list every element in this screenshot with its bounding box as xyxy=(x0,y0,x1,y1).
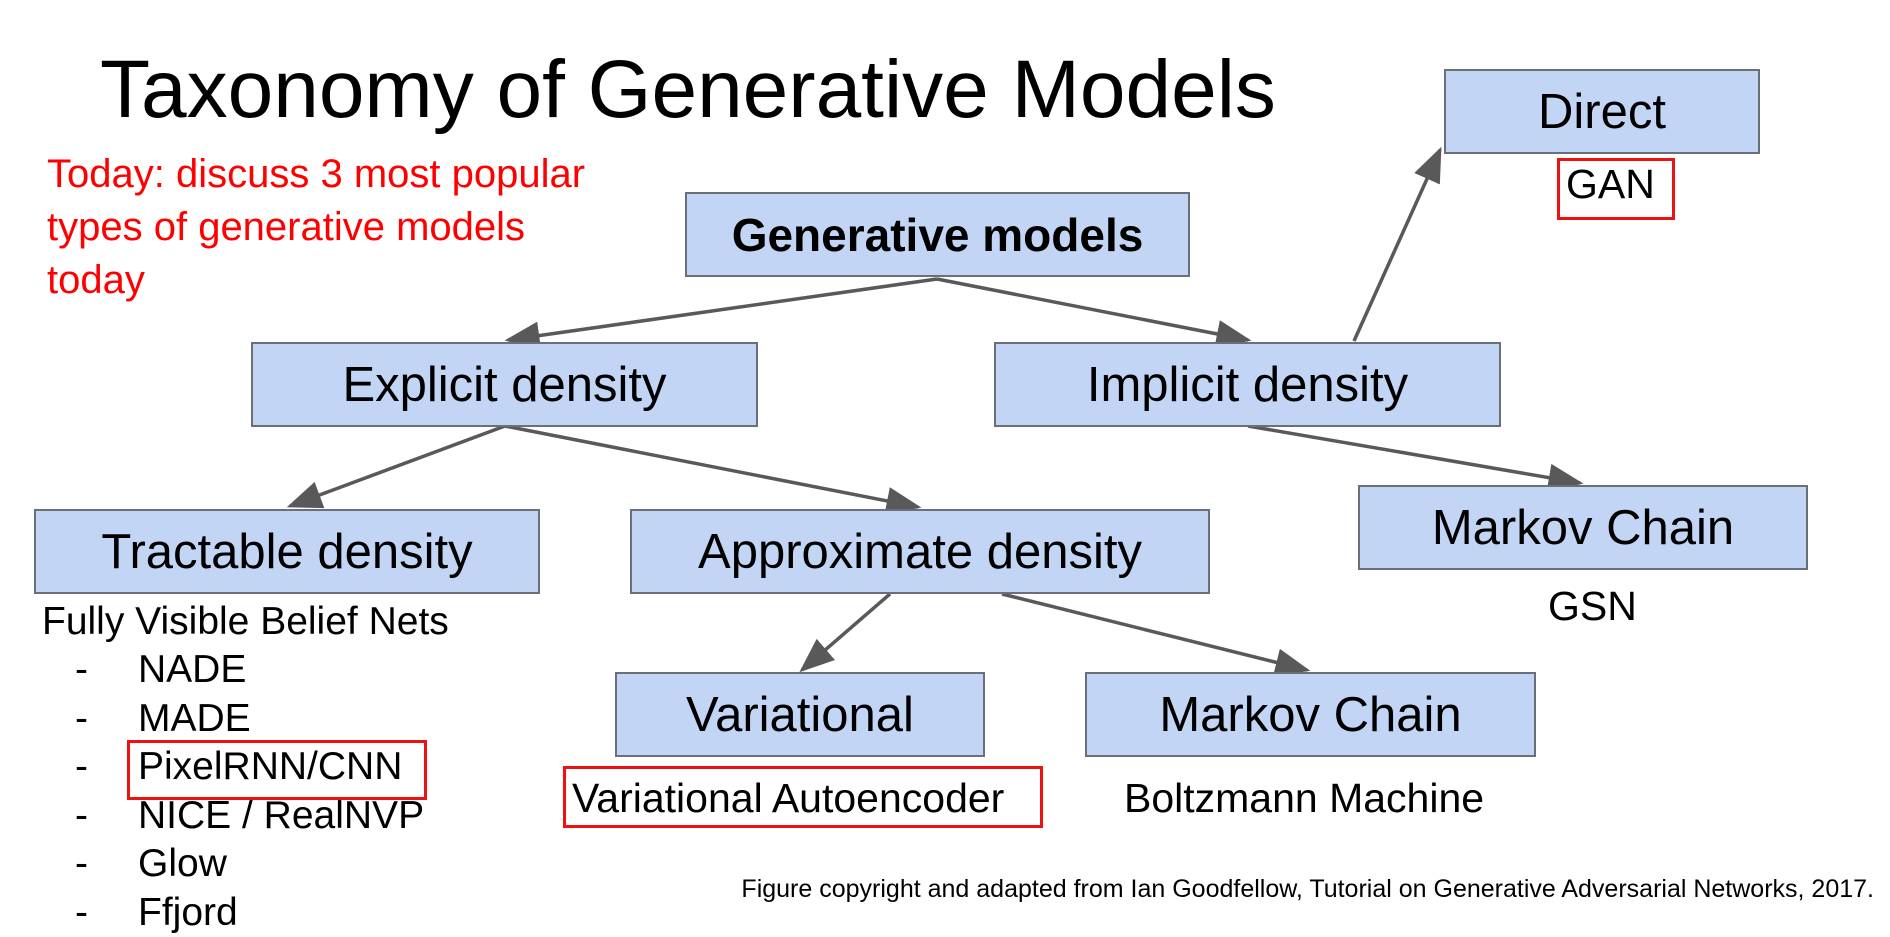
node-tractable-density: Tractable density xyxy=(34,509,540,594)
node-direct: Direct xyxy=(1444,69,1760,154)
node-variational: Variational xyxy=(615,672,985,757)
node-explicit-density: Explicit density xyxy=(251,342,758,427)
label-gsn: GSN xyxy=(1548,582,1637,630)
list-item: -NADE xyxy=(75,646,424,695)
label-boltzmann-machine: Boltzmann Machine xyxy=(1124,774,1484,822)
edge-approximate-markov xyxy=(1002,594,1307,670)
edge-explicit-approximate xyxy=(505,426,918,507)
label-fully-visible-belief-nets: Fully Visible Belief Nets xyxy=(42,598,449,646)
node-markov-chain-implicit: Markov Chain xyxy=(1358,485,1808,570)
edge-root-explicit xyxy=(508,279,937,340)
edge-root-implicit xyxy=(937,279,1248,340)
pixelrnn-highlight-box xyxy=(127,740,427,800)
list-item: -MADE xyxy=(75,695,424,744)
node-generative-models: Generative models xyxy=(685,192,1190,277)
list-item: -Ffjord xyxy=(75,889,424,937)
figure-credit: Figure copyright and adapted from Ian Go… xyxy=(741,873,1874,905)
gan-highlight-box xyxy=(1557,158,1675,220)
edge-approximate-variational xyxy=(802,594,890,670)
edge-explicit-tractable xyxy=(290,426,505,506)
node-approximate-density: Approximate density xyxy=(630,509,1210,594)
list-item: -Glow xyxy=(75,840,424,889)
node-markov-chain-approx: Markov Chain xyxy=(1085,672,1536,757)
node-implicit-density: Implicit density xyxy=(994,342,1501,427)
edge-implicit-direct xyxy=(1354,150,1440,341)
vae-highlight-box xyxy=(563,766,1043,828)
edge-implicit-markov xyxy=(1248,426,1580,483)
